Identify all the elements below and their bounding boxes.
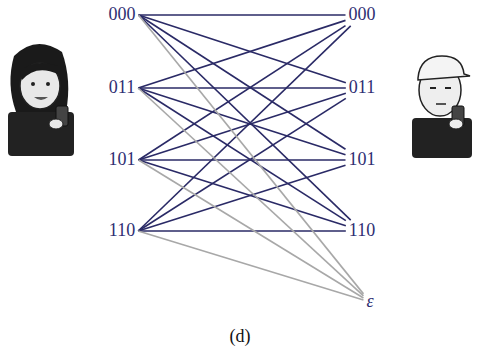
channel-line (138, 87, 346, 89)
channel-line (138, 88, 345, 155)
codeword-label: 101 (346, 149, 379, 171)
man-eye (430, 87, 436, 89)
channel-line (138, 230, 346, 232)
node-text: 110 (109, 220, 135, 240)
woman-hair (10, 44, 68, 112)
channel-line (139, 15, 346, 83)
woman-hand (49, 119, 63, 129)
node-text: 000 (349, 4, 376, 24)
codeword-label: 110 (106, 220, 138, 242)
node-text: ε (366, 291, 373, 311)
man-eye (445, 87, 451, 89)
woman-eye (46, 82, 50, 86)
erasure-symbol: ε (363, 291, 376, 313)
node-text: 101 (349, 149, 376, 169)
channel-line (138, 26, 351, 231)
man-hand (449, 119, 463, 129)
codeword-label: 101 (106, 149, 139, 171)
channel-line (139, 14, 346, 16)
codeword-label: 011 (106, 77, 138, 99)
node-text: 110 (349, 220, 375, 240)
channel-line (138, 165, 345, 231)
codeword-label: 011 (346, 77, 378, 99)
man-cap (418, 56, 470, 80)
codeword-label: 000 (346, 4, 379, 26)
erasure-line (138, 231, 363, 300)
man-mouth (436, 103, 446, 105)
woman-eye (31, 82, 35, 86)
node-text: 000 (109, 4, 136, 24)
man-body (412, 118, 472, 158)
node-text: 011 (109, 77, 135, 97)
node-text: 011 (349, 77, 375, 97)
channel-line (139, 15, 346, 149)
woman-face (20, 63, 60, 109)
codeword-label: 000 (106, 4, 139, 26)
man-figure (412, 56, 472, 158)
erasure-line (139, 160, 364, 298)
subfigure-caption: (d) (230, 326, 251, 347)
channel-line (139, 159, 346, 161)
channel-line (139, 93, 346, 160)
erasure-line (139, 15, 364, 294)
woman-fringe (20, 63, 58, 80)
channel-line (138, 98, 346, 231)
channel-line (139, 160, 346, 226)
codeword-label: 110 (346, 220, 378, 242)
node-text: 101 (109, 149, 136, 169)
woman-figure (8, 44, 74, 156)
woman-mouth (34, 97, 48, 100)
channel-line (139, 26, 346, 160)
